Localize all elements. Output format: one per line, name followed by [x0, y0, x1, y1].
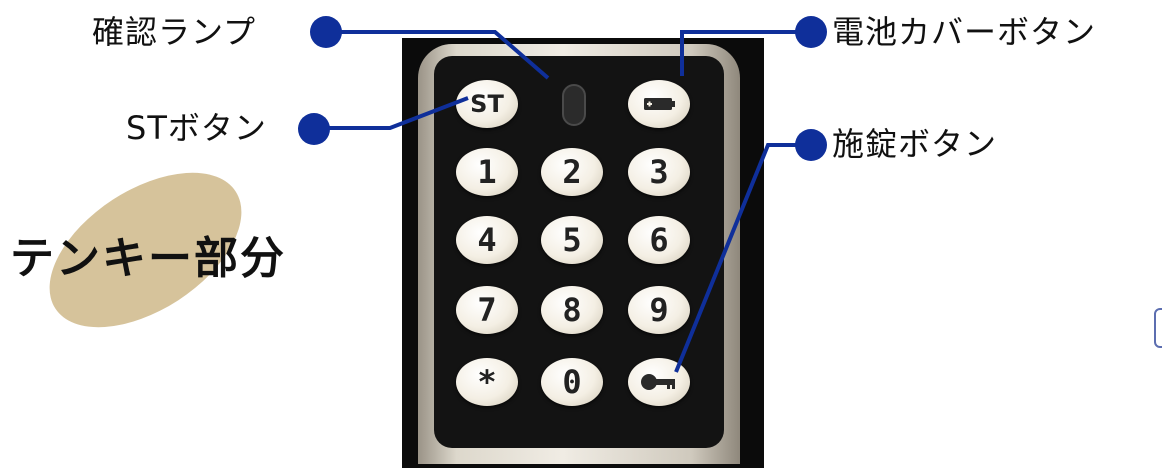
- callout-dot-lamp: [310, 16, 342, 48]
- key-7[interactable]: 7: [456, 286, 518, 334]
- key-1[interactable]: 1: [456, 148, 518, 196]
- key-st[interactable]: ST: [456, 80, 518, 128]
- key-8[interactable]: 8: [541, 286, 603, 334]
- callout-label-lock: 施錠ボタン: [832, 126, 997, 162]
- confirmation-lamp: [562, 84, 586, 126]
- callout-label-battery-cover: 電池カバーボタン: [832, 14, 1096, 50]
- key-2[interactable]: 2: [541, 148, 603, 196]
- key-star[interactable]: *: [456, 358, 518, 406]
- edge-fragment: [1154, 308, 1162, 348]
- callout-dot-lock: [795, 129, 827, 161]
- key-5[interactable]: 5: [541, 216, 603, 264]
- key-6[interactable]: 6: [628, 216, 690, 264]
- key-lock[interactable]: [628, 358, 690, 406]
- section-label-tenkey: テンキー部分: [10, 222, 286, 286]
- battery-icon: [642, 96, 676, 112]
- key-9[interactable]: 9: [628, 286, 690, 334]
- key-4[interactable]: 4: [456, 216, 518, 264]
- key-battery-cover[interactable]: [628, 80, 690, 128]
- key-icon: [639, 372, 679, 392]
- key-0[interactable]: 0: [541, 358, 603, 406]
- callout-label-lamp: 確認ランプ: [92, 14, 256, 50]
- callout-label-st: STボタン: [126, 110, 267, 146]
- callout-dot-st: [298, 113, 330, 145]
- callout-dot-battery: [795, 16, 827, 48]
- key-3[interactable]: 3: [628, 148, 690, 196]
